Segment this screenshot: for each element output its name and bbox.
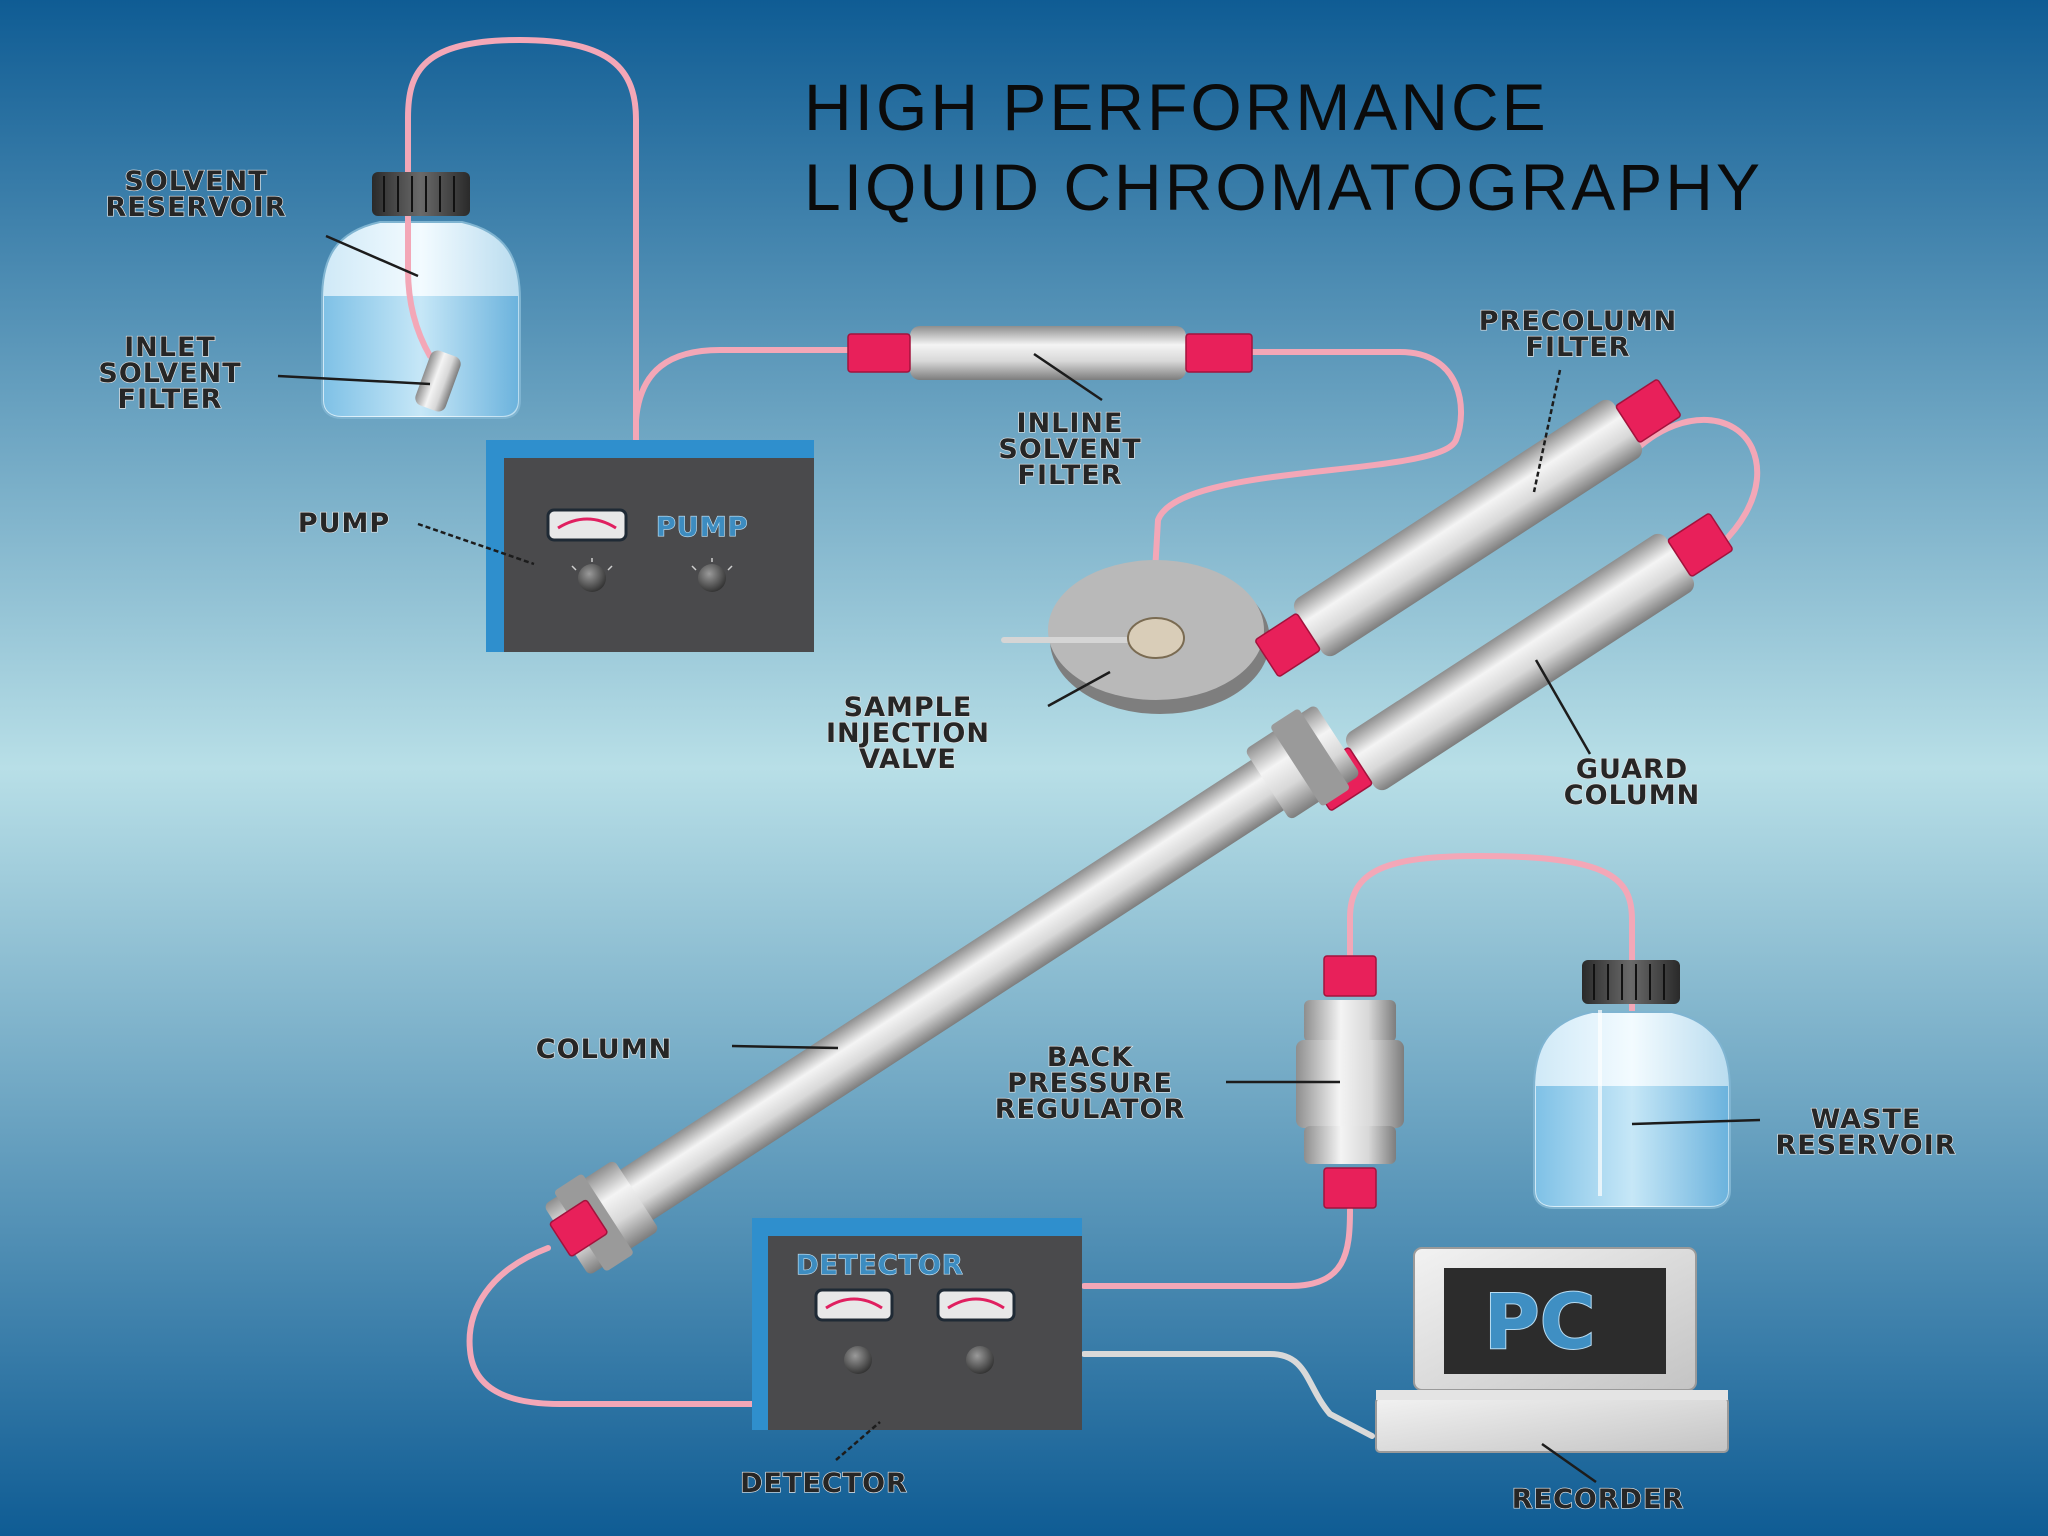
back-pressure-regulator	[1296, 955, 1404, 1209]
pc-screen-label: PC	[1484, 1277, 1595, 1366]
label-precolumn-filter-2: FILTER	[1526, 332, 1631, 363]
label-sample-injection-valve-3: VALVE	[859, 744, 957, 775]
label-inlet-solvent-filter-1: INLET	[124, 332, 216, 363]
inlet-solvent-filter-body	[415, 350, 461, 412]
analytical-column	[545, 706, 1359, 1274]
label-sample-injection-valve-2: INJECTION	[826, 718, 990, 749]
label-back-pressure-regulator-2: PRESSURE	[1007, 1068, 1173, 1099]
label-back-pressure-regulator-1: BACK	[1047, 1042, 1133, 1073]
label-solvent-reservoir-2: RESERVOIR	[105, 192, 286, 223]
tubing	[405, 37, 1761, 1439]
pump-unit: PUMP	[486, 440, 814, 652]
label-waste-reservoir-2: RESERVOIR	[1775, 1130, 1956, 1161]
title-line-2: LIQUID CHROMATOGRAPHY	[804, 150, 1763, 224]
title-line-1: HIGH PERFORMANCE	[804, 70, 1549, 144]
label-inlet-solvent-filter-2: SOLVENT	[98, 358, 241, 389]
detector-unit: DETECTOR	[752, 1218, 1082, 1430]
label-inline-solvent-filter-1: INLINE	[1017, 408, 1124, 439]
label-back-pressure-regulator-3: REGULATOR	[995, 1094, 1186, 1125]
detector-panel-label: DETECTOR	[796, 1250, 964, 1281]
label-sample-injection-valve-1: SAMPLE	[844, 692, 973, 723]
label-pump: PUMP	[298, 508, 390, 539]
leader-lines	[277, 234, 1761, 1484]
label-inline-solvent-filter-3: FILTER	[1018, 460, 1123, 491]
label-guard-column-2: COLUMN	[1564, 780, 1700, 811]
label-solvent-reservoir-1: SOLVENT	[124, 166, 267, 197]
solvent-reservoir	[321, 172, 521, 419]
pump-panel-label: PUMP	[656, 512, 748, 543]
precolumn-filter	[1255, 379, 1681, 677]
label-recorder: RECORDER	[1512, 1484, 1684, 1515]
label-column: COLUMN	[536, 1034, 672, 1065]
label-waste-reservoir-1: WASTE	[1811, 1104, 1922, 1135]
recorder-pc: PC	[1375, 1247, 1729, 1453]
sample-injection-valve	[1001, 560, 1270, 714]
label-precolumn-filter-1: PRECOLUMN	[1479, 306, 1677, 337]
label-inline-solvent-filter-2: SOLVENT	[998, 434, 1141, 465]
label-detector: DETECTOR	[740, 1468, 908, 1499]
inline-solvent-filter	[847, 326, 1253, 380]
label-guard-column-1: GUARD	[1576, 754, 1688, 785]
component-labels: SOLVENT RESERVOIR INLET SOLVENT FILTER P…	[98, 165, 1956, 1515]
label-inlet-solvent-filter-3: FILTER	[118, 384, 223, 415]
waste-reservoir	[1533, 960, 1731, 1209]
